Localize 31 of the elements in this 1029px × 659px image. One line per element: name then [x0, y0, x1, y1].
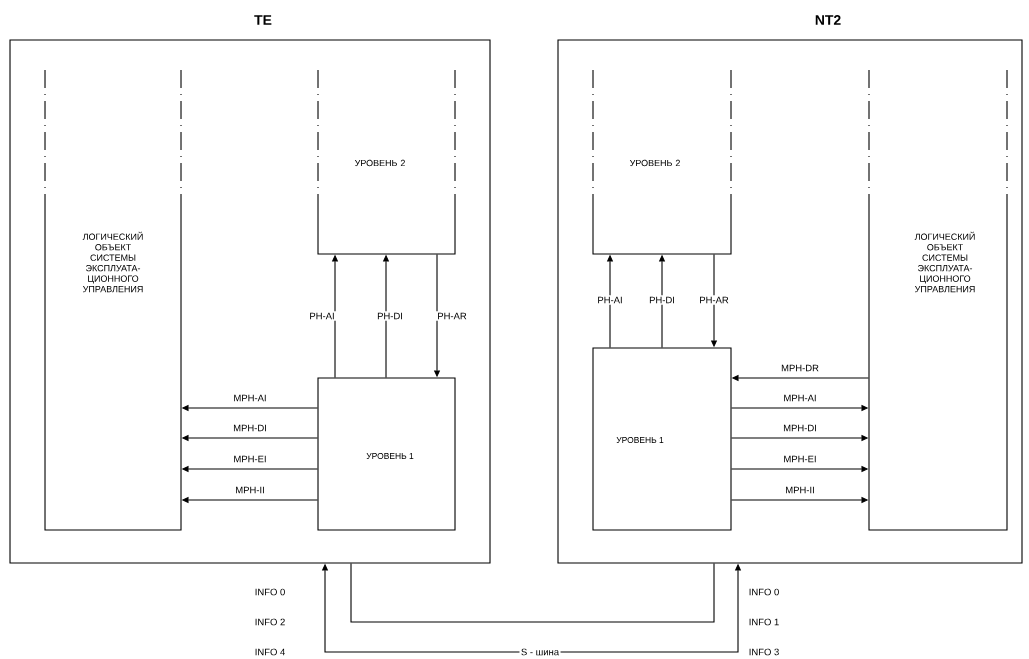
- edge-label: MPH-AI: [231, 393, 269, 403]
- edge-label: MPH-II: [233, 485, 267, 495]
- level-box: УРОВЕНЬ 2: [317, 69, 456, 255]
- signal-label: INFO 0: [255, 588, 285, 596]
- edge-label: MPH-EI: [231, 454, 269, 464]
- edge-label: MPH-EI: [781, 454, 819, 464]
- edge-label: PH-AR: [435, 311, 469, 321]
- edge-label: MPH-DR: [779, 363, 821, 373]
- signal-label: INFO 0: [749, 588, 779, 596]
- level-box: УРОВЕНЬ 1: [592, 347, 732, 531]
- edge-label: MPH-DI: [781, 423, 819, 433]
- bus-line: [350, 563, 715, 623]
- edge-label: MPH-DI: [231, 423, 269, 433]
- node-label: NT2: [815, 15, 841, 25]
- edge-label: PH-AR: [697, 295, 731, 305]
- signal-label: INFO 1: [749, 618, 779, 626]
- level-box: УРОВЕНЬ 1: [317, 377, 456, 531]
- edge-label: PH-DI: [647, 295, 677, 305]
- edge-label: PH-AI: [307, 311, 337, 321]
- edge-label: S - шина: [519, 647, 561, 657]
- level-box: УРОВЕНЬ 2: [592, 69, 732, 255]
- edge-label: PH-DI: [375, 311, 405, 321]
- signal-label: INFO 2: [255, 618, 285, 626]
- edge-label: MPH-AI: [781, 393, 819, 403]
- logical-object-box: ЛОГИЧЕСКИЙ ОБЪЕКТ СИСТЕМЫ ЭКСПЛУАТА- ЦИОННОГО УПРАВЛЕНИЯ: [868, 69, 1008, 531]
- edge-label: MPH-II: [783, 485, 817, 495]
- node-label: TE: [254, 15, 272, 25]
- edge-label: PH-AI: [595, 295, 625, 305]
- logical-object-box: ЛОГИЧЕСКИЙ ОБЪЕКТ СИСТЕМЫ ЭКСПЛУАТА- ЦИОННОГО УПРАВЛЕНИЯ: [44, 69, 182, 531]
- signal-label: INFO 3: [749, 648, 779, 656]
- signal-label: INFO 4: [255, 648, 285, 656]
